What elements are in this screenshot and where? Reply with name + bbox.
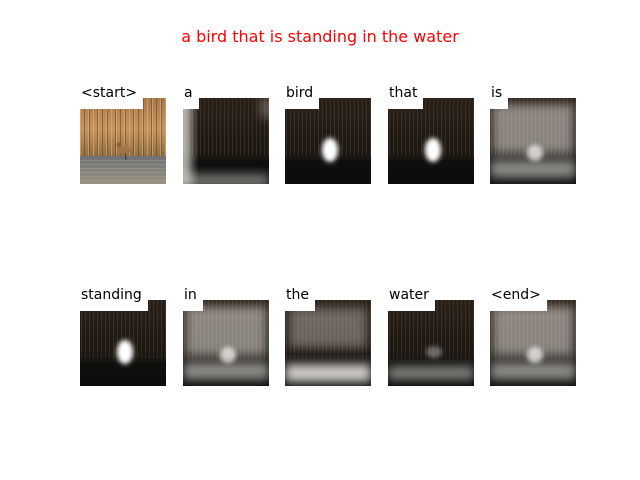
attention-panel: bird xyxy=(285,84,371,184)
token-label: bird xyxy=(285,84,320,109)
token-label: the xyxy=(285,286,315,311)
token-label: a xyxy=(183,84,199,109)
bird-photo xyxy=(80,98,166,184)
attention-map xyxy=(490,98,576,184)
attention-panel: standing xyxy=(80,286,166,386)
attention-map xyxy=(285,98,371,184)
attention-map xyxy=(388,98,474,184)
attention-panel: in xyxy=(183,286,269,386)
token-label: <start> xyxy=(80,84,144,109)
token-label: standing xyxy=(80,286,148,311)
attention-panel: that xyxy=(388,84,474,184)
attention-panel: a xyxy=(183,84,269,184)
token-label: water xyxy=(388,286,435,311)
attention-panel: the xyxy=(285,286,371,386)
attention-panel: is xyxy=(490,84,576,184)
caption-title: a bird that is standing in the water xyxy=(181,27,459,46)
attention-map xyxy=(388,300,474,386)
token-label: <end> xyxy=(490,286,547,311)
token-label: in xyxy=(183,286,203,311)
attention-panel: <start> xyxy=(80,84,166,184)
attention-map xyxy=(285,300,371,386)
attention-map xyxy=(80,300,166,386)
attention-panel: <end> xyxy=(490,286,576,386)
token-label: is xyxy=(490,84,509,109)
attention-map xyxy=(490,300,576,386)
attention-map xyxy=(183,98,269,184)
attention-map xyxy=(183,300,269,386)
attention-panel: water xyxy=(388,286,474,386)
token-label: that xyxy=(388,84,424,109)
